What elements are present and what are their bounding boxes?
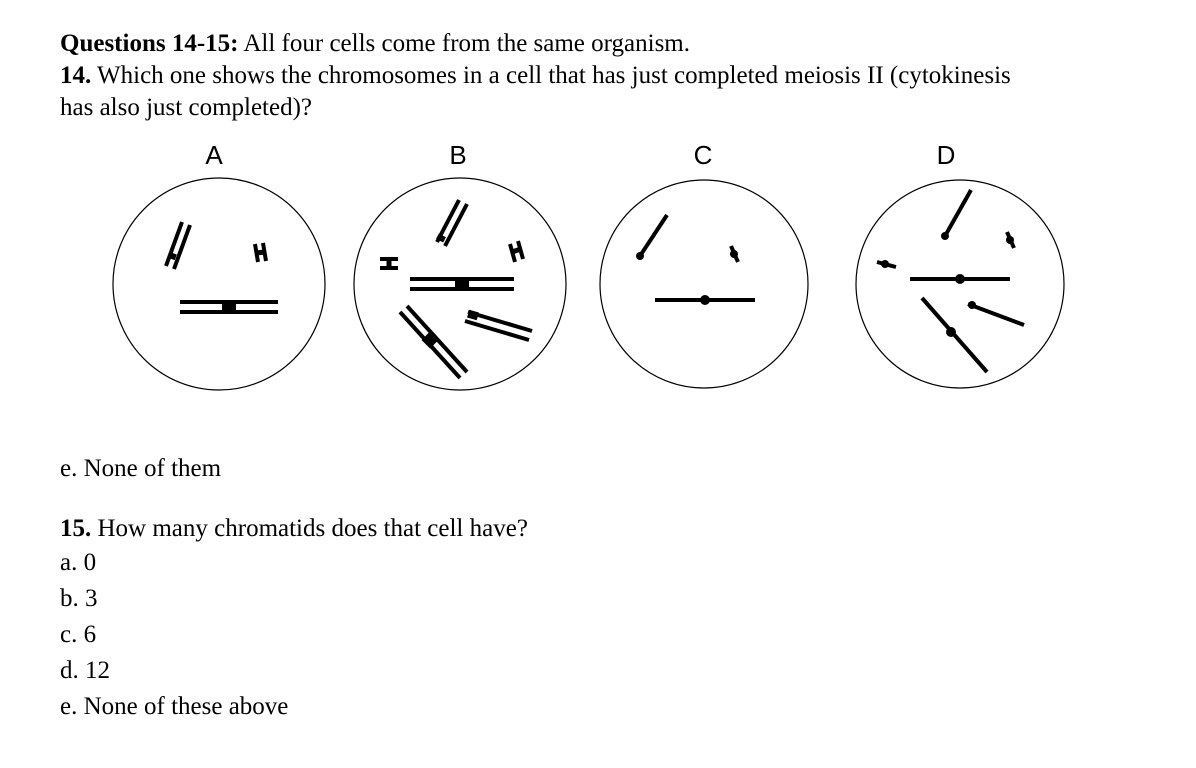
cell-d-chromatid-small-right — [1005, 231, 1016, 249]
cell-d-chromatid-small-left — [876, 260, 897, 269]
cell-c-chromatid-small — [729, 245, 740, 263]
question-14-text: Which one shows the chromosomes in a cel… — [91, 62, 1011, 89]
cell-diagrams — [112, 177, 1065, 391]
cell-label-c: C — [693, 140, 713, 170]
cell-a-membrane — [112, 177, 326, 391]
cell-b-chromosome-slant-bottom — [398, 304, 469, 380]
cell-b-chromosome-small-left — [380, 257, 398, 270]
question-15-text: How many chromatids does that cell have? — [91, 515, 528, 542]
cell-c-chromatid-diagonal — [636, 213, 669, 260]
cell-d — [855, 179, 1065, 389]
question-14-option-e: e. None of them — [60, 455, 222, 482]
cell-d-chromatid-horizontal — [910, 274, 1010, 284]
question-14-number: 14. — [60, 62, 92, 89]
cell-b — [353, 177, 567, 391]
cell-d-chromatid-diagonal-top — [941, 189, 973, 240]
question-15-option-e: e. None of these above — [60, 693, 289, 720]
question-14-line1: 14. Which one shows the chromosomes in a… — [60, 62, 1011, 90]
question-15-option-b: b. 3 — [60, 585, 98, 612]
cell-b-chromosome-small-right — [508, 240, 525, 263]
cell-b-chromosome-diagonal-top — [435, 199, 469, 247]
cell-c-membrane — [599, 179, 809, 389]
cell-d-chromatid-slant-right — [967, 301, 1025, 327]
cell-a-chromosome-small — [253, 242, 268, 263]
question-15-number: 15. — [60, 515, 92, 542]
cell-d-chromatid-slant-bottom — [920, 296, 989, 374]
question-range-label: Questions 14-15: — [60, 30, 239, 57]
cell-label-b: B — [449, 140, 467, 170]
cell-a — [112, 177, 326, 391]
question-15-option-d: d. 12 — [60, 657, 110, 684]
cell-c-chromatid-horizontal — [655, 295, 755, 305]
question-15-option-a: a. 0 — [60, 549, 97, 576]
question-15-option-c: c. 6 — [60, 621, 97, 648]
cell-a-chromosome-long — [164, 221, 192, 270]
question-heading: Questions 14-15: All four cells come fro… — [60, 30, 690, 58]
cell-b-chromosome-horizontal — [410, 277, 514, 291]
question-14-line2: has also just completed)? — [60, 94, 313, 121]
cell-label-d: D — [936, 140, 956, 170]
question-15: 15. How many chromatids does that cell h… — [60, 515, 528, 543]
cell-c — [599, 179, 809, 389]
cell-a-chromosome-horizontal — [180, 300, 278, 314]
cell-label-a: A — [205, 140, 223, 170]
cell-b-chromosome-slant-right — [464, 309, 533, 342]
question-intro-text: All four cells come from the same organi… — [238, 30, 690, 57]
